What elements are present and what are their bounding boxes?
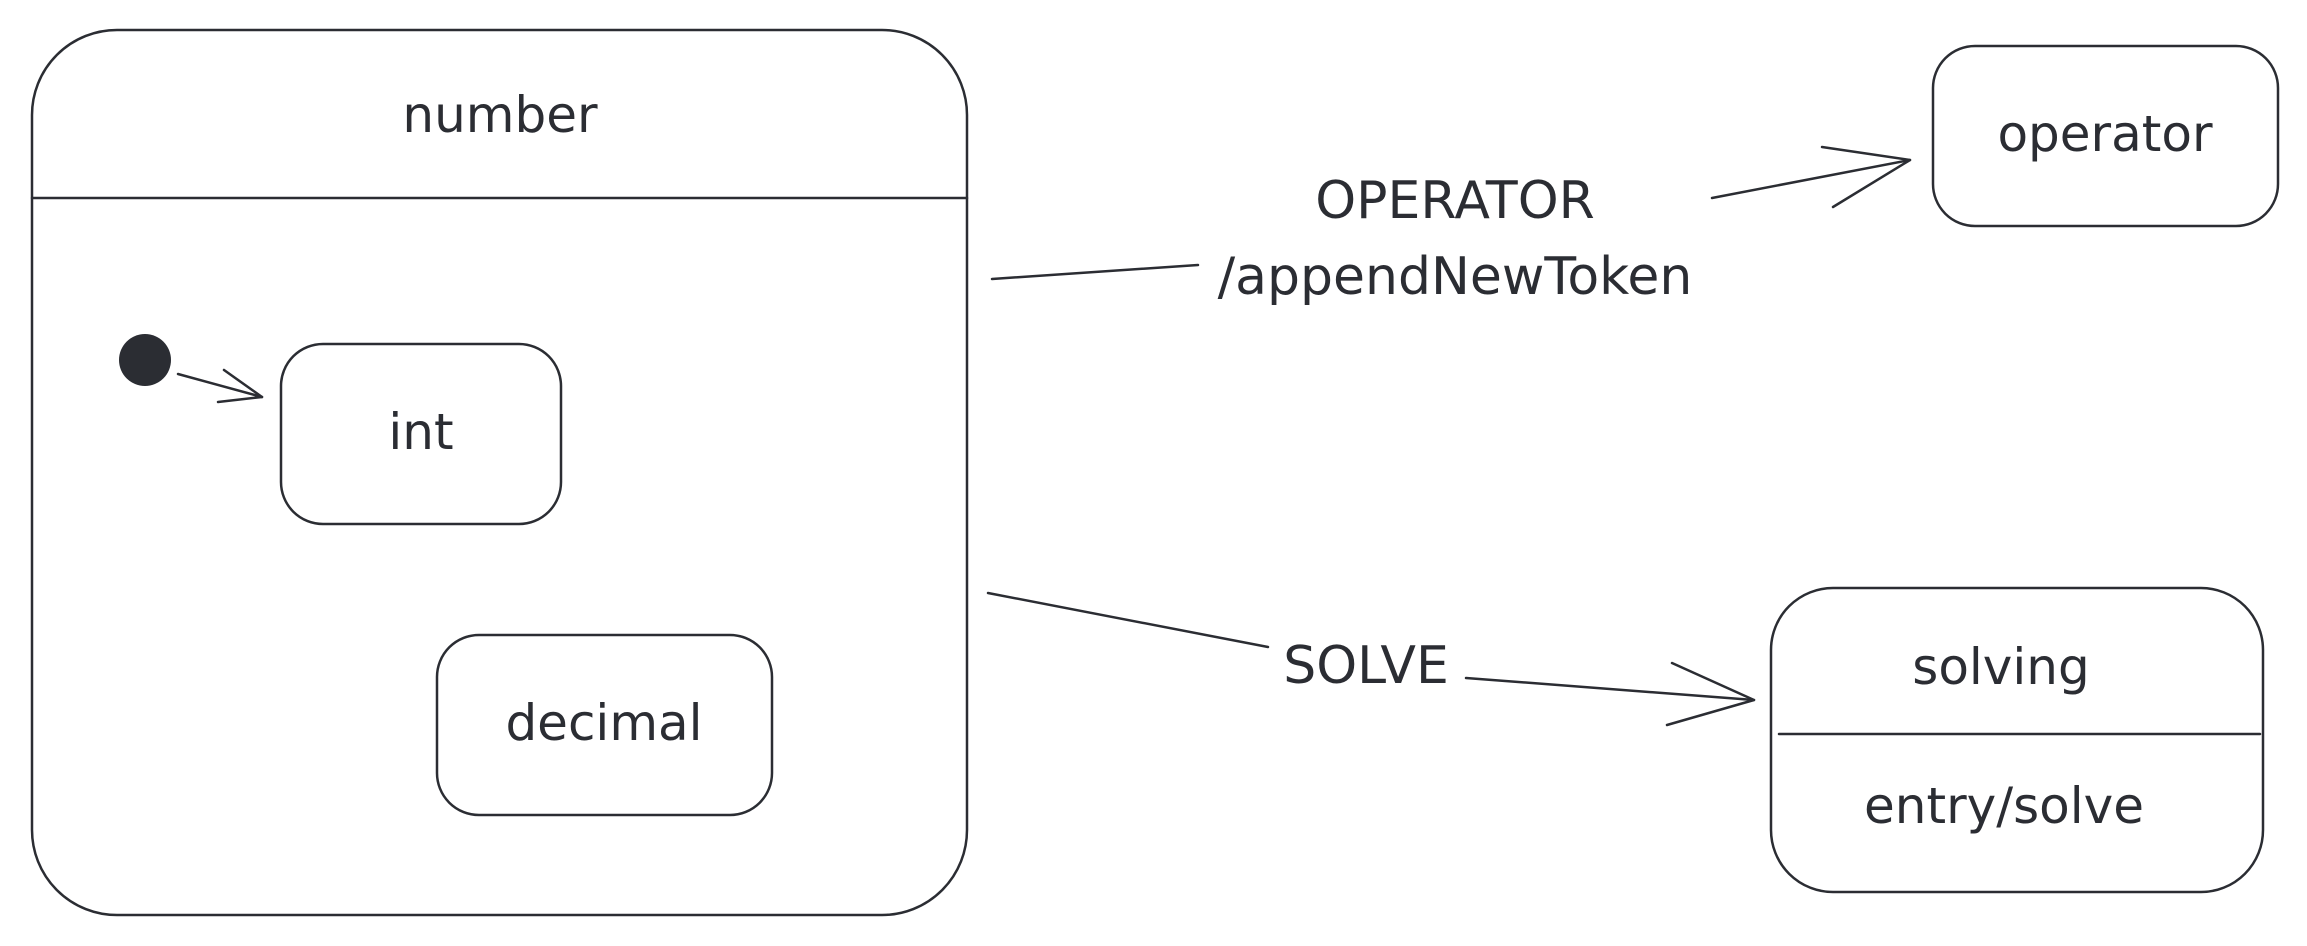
initial-transition-arrow (176, 368, 264, 404)
state-decimal-box (435, 633, 774, 817)
state-operator[interactable]: operator (1931, 44, 2280, 228)
state-int[interactable]: int (279, 342, 563, 526)
state-number[interactable]: number (30, 28, 969, 917)
transition-solve[interactable]: SOLVE (986, 591, 1756, 727)
transition-operator-arrowhead (1820, 145, 1912, 209)
transition-solve-line-end (1464, 676, 1756, 702)
state-decimal-label: decimal (505, 694, 702, 752)
transition-solve-label: SOLVE (1283, 636, 1449, 696)
state-operator-label: operator (1997, 105, 2212, 163)
state-solving-box (1769, 586, 2265, 894)
state-number-box (30, 28, 969, 917)
transition-operator-action: /appendNewToken (1218, 247, 1693, 307)
state-solving-entry-action: entry/solve (1864, 777, 2144, 835)
state-int-label: int (388, 403, 453, 461)
transition-solve-line-start (986, 591, 1270, 649)
state-operator-box (1931, 44, 2280, 228)
state-solving-label: solving (1912, 638, 2089, 696)
state-int-box (279, 342, 563, 526)
transition-operator[interactable]: OPERATOR /appendNewToken (990, 145, 1912, 307)
initial-state-dot (119, 334, 171, 386)
transition-operator-line-end (1710, 158, 1912, 200)
transition-operator-event: OPERATOR (1315, 171, 1595, 231)
transition-operator-line-start (990, 263, 1200, 281)
state-number-label: number (402, 86, 598, 144)
state-decimal[interactable]: decimal (435, 633, 774, 817)
state-solving[interactable]: solving entry/solve (1769, 586, 2265, 894)
transition-solve-arrowhead (1665, 661, 1756, 727)
